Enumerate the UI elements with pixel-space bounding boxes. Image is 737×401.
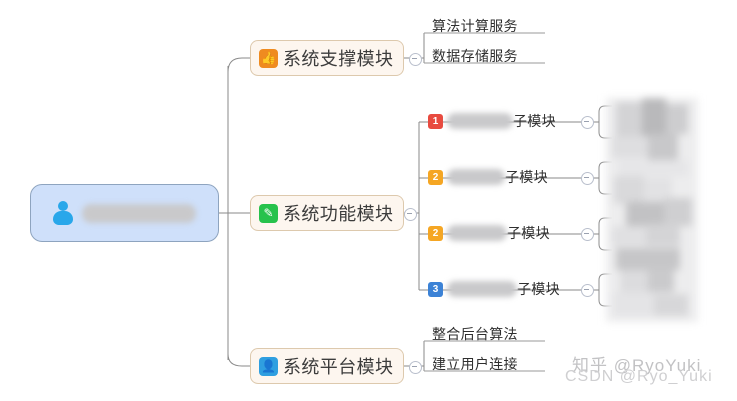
leaf-support-2[interactable]: 数据存储服务 <box>432 48 518 64</box>
submodule-row-2[interactable]: 2 子模块 <box>428 166 548 188</box>
thumbs-up-icon: 👍 <box>259 48 278 68</box>
root-node[interactable] <box>30 184 219 242</box>
leaf-support-1[interactable]: 算法计算服务 <box>432 18 518 34</box>
watermark-zhihu: 知乎 @RyoYuki <box>572 356 702 375</box>
badge-4: 3 <box>428 281 443 297</box>
submodule-label-suffix-1: 子模块 <box>513 113 556 129</box>
branch-label-platform: 系统平台模块 <box>283 357 394 377</box>
branch-label-function: 系统功能模块 <box>283 204 394 224</box>
badge-2: 2 <box>428 169 443 185</box>
grandchildren-redacted-panel <box>606 98 698 322</box>
watermark-csdn: CSDN @Ryo_Yuki <box>565 368 713 385</box>
collapse-toggle-support[interactable] <box>409 53 422 66</box>
submodule-label-suffix-3: 子模块 <box>507 225 550 241</box>
submodule-label-redacted-3 <box>447 225 507 241</box>
collapse-toggle-sub-4[interactable] <box>581 284 594 297</box>
root-label-redacted <box>82 203 196 223</box>
submodule-label-redacted-1 <box>447 113 513 129</box>
badge-3: 2 <box>428 225 443 241</box>
collapse-toggle-sub-1[interactable] <box>581 116 594 129</box>
collapse-toggle-sub-3[interactable] <box>581 228 594 241</box>
leaf-platform-1[interactable]: 整合后台算法 <box>432 326 518 342</box>
submodule-label-suffix-2: 子模块 <box>505 169 548 185</box>
submodule-row-1[interactable]: 1 子模块 <box>428 110 556 132</box>
submodule-label-redacted-4 <box>447 281 517 297</box>
leaf-platform-2[interactable]: 建立用户连接 <box>432 356 518 372</box>
submodule-label-suffix-4: 子模块 <box>517 281 560 297</box>
branch-node-support[interactable]: 👍 系统支撑模块 <box>250 40 405 76</box>
branch-label-support: 系统支撑模块 <box>283 49 394 69</box>
branch-node-function[interactable]: ✎ 系统功能模块 <box>250 195 405 231</box>
collapse-toggle-sub-2[interactable] <box>581 172 594 185</box>
submodule-row-3[interactable]: 2 子模块 <box>428 222 550 244</box>
badge-1: 1 <box>428 113 443 129</box>
collapse-toggle-platform[interactable] <box>409 361 422 374</box>
submodule-label-redacted-2 <box>447 169 505 185</box>
pencil-icon: ✎ <box>259 203 278 223</box>
collapse-toggle-function[interactable] <box>404 208 417 221</box>
person-icon <box>53 201 73 225</box>
person-badge-icon: 👤 <box>259 356 278 376</box>
submodule-row-4[interactable]: 3 子模块 <box>428 278 560 300</box>
branch-node-platform[interactable]: 👤 系统平台模块 <box>250 348 405 384</box>
